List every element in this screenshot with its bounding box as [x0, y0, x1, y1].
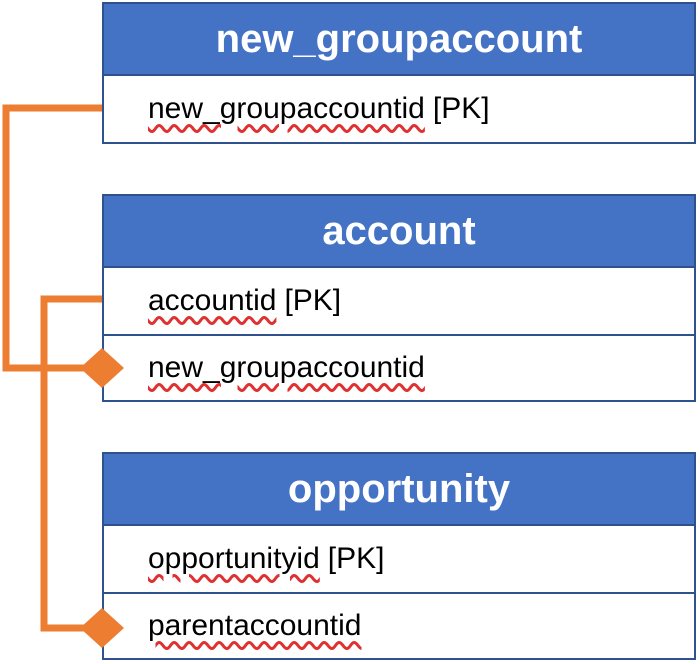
entity-title: new_groupaccount: [104, 4, 694, 76]
entity-opportunity: opportunity opportunityid [PK] parentacc…: [102, 452, 696, 660]
field-row: parentaccountid: [104, 592, 694, 658]
field-row: accountid [PK]: [104, 268, 694, 334]
field-name: opportunityid: [148, 542, 320, 575]
field-row: new_groupaccountid [PK]: [104, 76, 694, 142]
field-key-badge: [PK]: [284, 284, 342, 317]
field-name: parentaccountid: [148, 609, 362, 642]
entity-account: account accountid [PK] new_groupaccounti…: [102, 194, 696, 402]
field-name: accountid: [148, 284, 277, 317]
entity-title: opportunity: [104, 454, 694, 526]
field-name: new_groupaccountid: [148, 351, 425, 384]
entity-title: account: [104, 196, 694, 268]
field-row: new_groupaccountid: [104, 334, 694, 400]
field-row: opportunityid [PK]: [104, 526, 694, 592]
entity-new-groupaccount: new_groupaccount new_groupaccountid [PK]: [102, 2, 696, 144]
field-key-badge: [PK]: [327, 542, 385, 575]
field-key-badge: [PK]: [432, 92, 490, 125]
relationship-line-groupaccount-account: [2, 104, 102, 372]
relationship-line-account-opportunity: [40, 295, 102, 632]
field-name: new_groupaccountid: [148, 92, 425, 125]
